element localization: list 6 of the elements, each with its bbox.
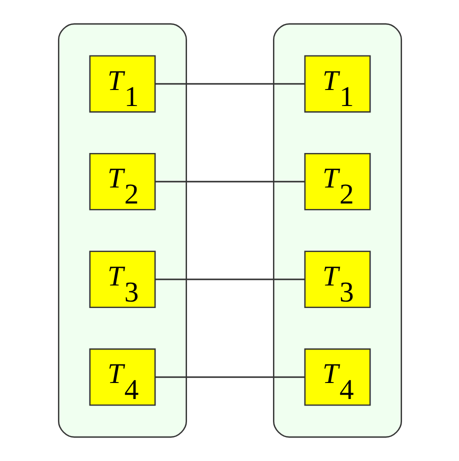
connector: [154, 278, 304, 280]
cluster: [57, 23, 186, 438]
cluster: [272, 23, 402, 438]
connector: [154, 180, 304, 182]
connector: [154, 83, 304, 85]
connector: [154, 376, 304, 378]
